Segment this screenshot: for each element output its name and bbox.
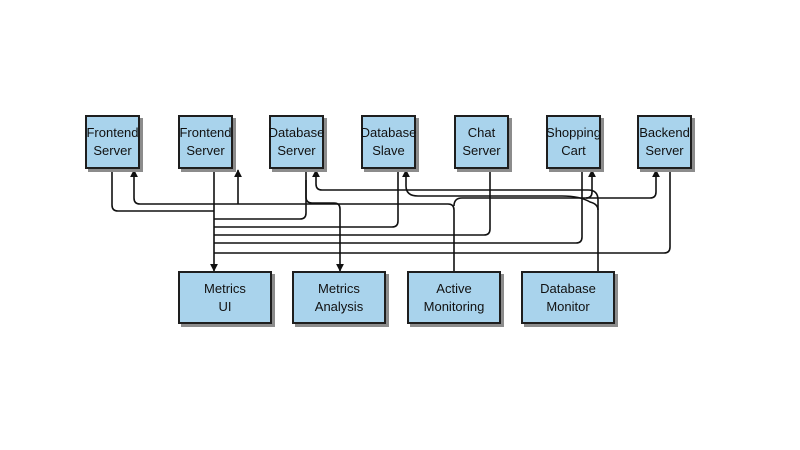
- shopping-cart-label: Shopping Cart: [546, 125, 601, 158]
- frontend-server-1-node: Frontend Server: [85, 115, 140, 169]
- edge-database-monitor-to-database-slave: [402, 169, 599, 211]
- chat-server-node: Chat Server: [454, 115, 509, 169]
- metrics-analysis-label: Metrics Analysis: [314, 280, 364, 314]
- active-monitoring-node: Active Monitoring: [407, 271, 501, 324]
- frontend-server-1-label: Frontend Server: [86, 125, 139, 158]
- backend-server-node: Backend Server: [637, 115, 692, 169]
- edge-database-slave-to-metrics-ui: [214, 170, 399, 228]
- metrics-ui-node: Metrics UI: [178, 271, 272, 324]
- chat-server-label: Chat Server: [462, 125, 501, 158]
- edge-database-monitor-to-database-server: [312, 169, 599, 271]
- database-monitor-label: Database Monitor: [540, 280, 596, 314]
- edge-backend-server-to-metrics-ui: [214, 170, 671, 254]
- shopping-cart-node: Shopping Cart: [546, 115, 601, 169]
- frontend-server-2-label: Frontend Server: [179, 125, 232, 158]
- frontend-server-2-node: Frontend Server: [178, 115, 233, 169]
- database-monitor-node: Database Monitor: [521, 271, 615, 324]
- database-slave-node: Database Slave: [361, 115, 416, 169]
- database-slave-label: Database Slave: [360, 125, 417, 158]
- edge-database-server-to-metrics-ui: [214, 170, 307, 220]
- database-server-label: Database Server: [268, 125, 325, 158]
- backend-server-label: Backend Server: [639, 125, 690, 158]
- edge-chat-server-to-metrics-ui: [214, 170, 491, 236]
- edge-shopping-cart-to-metrics-ui: [214, 170, 583, 244]
- edge-active-monitoring-to-frontend-server-1: [130, 169, 455, 271]
- active-monitoring-label: Active Monitoring: [423, 280, 485, 314]
- database-server-node: Database Server: [269, 115, 324, 169]
- metrics-analysis-node: Metrics Analysis: [292, 271, 386, 324]
- edge-active-monitoring-to-backend-server: [586, 169, 660, 199]
- metrics-ui-label: Metrics UI: [204, 280, 246, 314]
- edge-database-server-to-metrics-analysis: [305, 180, 344, 272]
- edge-frontend-server-1-to-metrics-ui: [111, 170, 214, 212]
- edge-active-monitoring-to-shopping-cart: [453, 169, 596, 207]
